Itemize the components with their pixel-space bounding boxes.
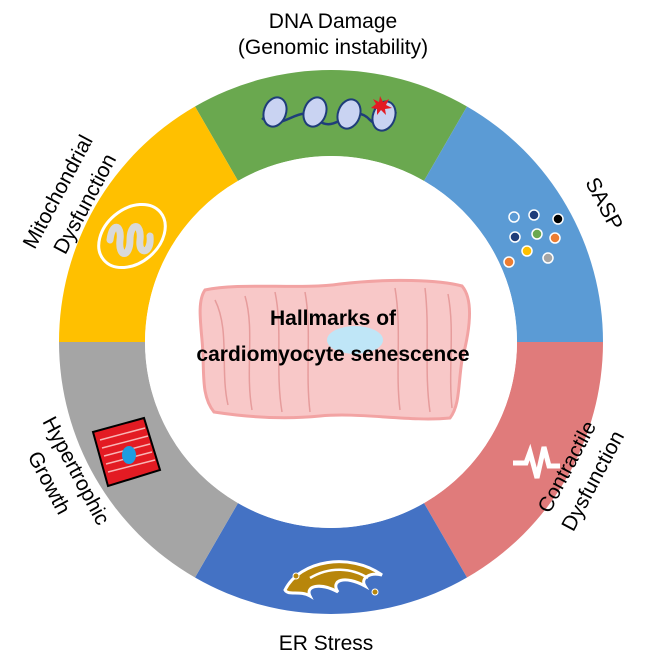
mitochondrion-icon: [97, 202, 167, 270]
endoplasmic-reticulum-icon: [283, 560, 383, 600]
segment-sasp: [424, 106, 603, 342]
nucleosome-chain-icon: [261, 96, 398, 132]
label-er-stress: ER Stress: [279, 632, 374, 655]
label-dna-damage-line2: (Genomic instability): [238, 36, 428, 59]
segment-er-stress: [195, 503, 467, 614]
sarcomere-spring-icon: [513, 443, 560, 479]
center-title-line2: cardiomyocyte senescence: [196, 343, 469, 366]
enlarged-cardiomyocyte-icon: [91, 416, 162, 488]
segment-contractile-dysfunction: [424, 342, 603, 578]
dna-break-icon: [371, 96, 392, 115]
label-sasp: SASP: [580, 174, 627, 234]
cardiomyocyte-icon: [198, 278, 472, 421]
segment-dna-damage: [195, 69, 467, 181]
secreted-factors-icon: [503, 209, 564, 268]
center-title-line1: Hallmarks of: [270, 307, 397, 330]
nucleus: [327, 326, 383, 354]
label-dna-damage-line1: DNA Damage: [269, 10, 397, 33]
